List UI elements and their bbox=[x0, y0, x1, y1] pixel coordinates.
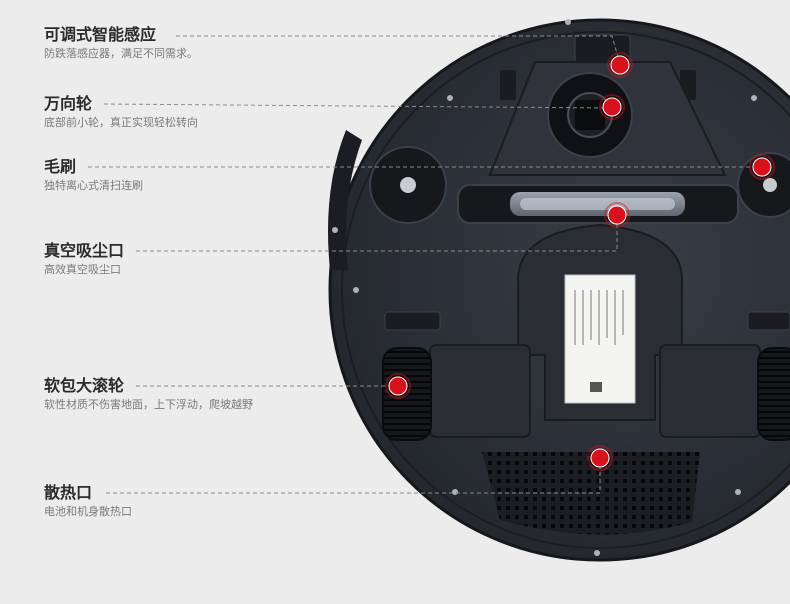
feature-description: 高效真空吸尘口 bbox=[44, 263, 121, 276]
marker-wheel bbox=[388, 376, 408, 396]
callout-line-caster bbox=[103, 103, 613, 109]
marker-suction bbox=[607, 205, 627, 225]
marker-caster bbox=[602, 97, 622, 117]
feature-description: 底部前小轮，真正实现轻松转向 bbox=[44, 116, 198, 129]
marker-group bbox=[385, 52, 775, 471]
drive-wheel-right bbox=[757, 347, 790, 441]
marker-sensor bbox=[610, 55, 630, 75]
feature-title: 可调式智能感应 bbox=[44, 25, 157, 44]
feature-description: 独特离心式清扫连刷 bbox=[44, 179, 143, 192]
feature-description: 防跌落感应器，满足不同需求。 bbox=[44, 47, 198, 60]
feature-title: 毛刷 bbox=[44, 157, 77, 176]
feature-vacuum-inlet: 真空吸尘口 高效真空吸尘口 bbox=[44, 241, 124, 278]
feature-title: 散热口 bbox=[44, 483, 93, 502]
callout-line-vent bbox=[106, 459, 601, 494]
drive-wheel-left bbox=[382, 347, 432, 441]
feature-smart-sensor: 可调式智能感应 防跌落感应器，满足不同需求。 bbox=[44, 25, 198, 62]
feature-title: 万向轮 bbox=[44, 94, 93, 113]
marker-vent bbox=[590, 448, 610, 468]
robot-rim bbox=[341, 31, 790, 549]
feature-description: 软性材质不伤害地面，上下浮动，爬坡越野 bbox=[44, 398, 253, 411]
feature-description: 电池和机身散热口 bbox=[44, 505, 132, 518]
marker-brush bbox=[752, 157, 772, 177]
side-bumper bbox=[328, 130, 362, 270]
callout-line-suction bbox=[136, 216, 618, 252]
feature-title: 软包大滚轮 bbox=[44, 376, 125, 395]
feature-heat-vent: 散热口 电池和机身散热口 bbox=[44, 483, 132, 520]
feature-caster-wheel: 万向轮 底部前小轮，真正实现轻松转向 bbox=[44, 94, 198, 131]
feature-title: 真空吸尘口 bbox=[44, 241, 125, 260]
callout-line-sensor bbox=[176, 35, 621, 65]
feature-side-brush: 毛刷 独特离心式清扫连刷 bbox=[44, 157, 143, 194]
feature-soft-wheel: 软包大滚轮 软性材质不伤害地面，上下浮动，爬坡越野 bbox=[44, 376, 253, 413]
